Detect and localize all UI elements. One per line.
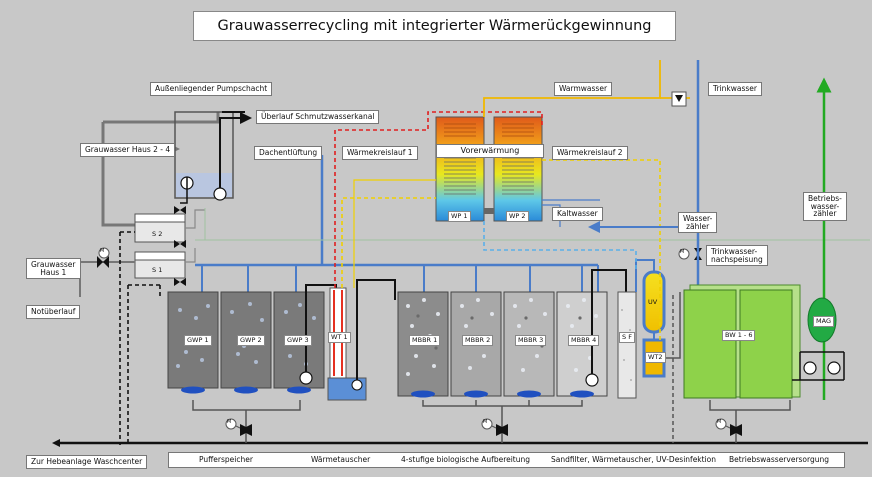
grauwasser-inflow-pipe [101, 122, 135, 227]
tag-wp2: WP 2 [506, 211, 529, 222]
sand-filter [617, 291, 637, 399]
motor-label-1: M [227, 419, 232, 425]
tag-gwp2: GWP 2 [237, 335, 265, 346]
motor-label-5: M [680, 249, 685, 255]
tag-gwp3: GWP 3 [284, 335, 312, 346]
label-dachentlueftung: Dachentlüftung [254, 146, 323, 160]
label-waermekreislauf-2: Wärmekreislauf 2 [552, 146, 628, 160]
motor-label-4: M [100, 248, 105, 254]
pump-shaft-pump-2 [213, 187, 227, 201]
tag-wt1: WT 1 [328, 332, 351, 343]
label-trinkwasser: Trinkwasser [708, 82, 762, 96]
tag-mbbr4: MBBR 4 [568, 335, 600, 346]
label-waermekreislauf-1: Wärmekreislauf 1 [342, 146, 418, 160]
label-pumpschacht: Außenliegender Pumpschacht [150, 82, 273, 96]
tag-mbbr1: MBBR 1 [409, 335, 441, 346]
tag-mbbr3: MBBR 3 [515, 335, 547, 346]
tank-bw-1 [683, 289, 737, 399]
tag-s1: S 1 [152, 266, 163, 274]
section-filter: Sandfilter, Wärmetauscher, UV-Desinfekti… [551, 455, 717, 464]
warmwasser-line [483, 60, 661, 117]
heat-pump-wp1 [435, 116, 485, 222]
label-trinkwassernachspeisung: Trinkwasser- nachspeisung [706, 245, 768, 266]
label-ueberlauf: Überlauf Schmutzwasserkanal [256, 110, 380, 124]
label-warmwasser: Warmwasser [554, 82, 613, 96]
label-grauwasser-haus-2-4: Grauwasser Haus 2 - 4 [80, 143, 176, 157]
tag-sf: S F [619, 332, 635, 343]
label-betriebswasserzaehler: Betriebs- wasser- zähler [803, 192, 847, 221]
motor-label-2: M [483, 419, 488, 425]
tank-bw-2 [739, 289, 793, 399]
tag-mbbr2: MBBR 2 [462, 335, 494, 346]
label-notueberlauf: Notüberlauf [26, 305, 81, 319]
motor-label-3: M [717, 419, 722, 425]
tag-uv: UV [648, 298, 658, 306]
process-section-bar: Pufferspeicher Wärmetauscher 4-stufige b… [168, 452, 845, 468]
tag-mag: MAG [813, 316, 834, 327]
label-wasserzaehler: Wasser- zähler [678, 212, 718, 233]
label-grauwasser-haus-1: Grauwasser Haus 1 [26, 258, 81, 279]
section-bio: 4-stufige biologische Aufbereitung [401, 455, 531, 464]
section-pufferspeicher: Pufferspeicher [199, 455, 253, 464]
heat-pump-wp2 [493, 116, 543, 222]
section-versorgung: Betriebswasserversorgung [729, 455, 830, 464]
tag-wt2: WT2 [645, 352, 666, 363]
section-waermetauscher: Wärmetauscher [311, 455, 371, 464]
tag-s2: S 2 [152, 230, 163, 238]
tag-gwp1: GWP 1 [184, 335, 212, 346]
waermekreislauf-1-flow [334, 111, 543, 288]
tag-wp1: WP 1 [448, 211, 471, 222]
tag-bw: BW 1 - 6 [722, 330, 756, 341]
page-title: Grauwasserrecycling mit integrierter Wär… [193, 11, 676, 41]
label-vorerwaermung: Vorerwärmung [436, 144, 544, 158]
label-hebeanlage: Zur Hebeanlage Waschcenter [26, 455, 148, 469]
label-kaltwasser: Kaltwasser [552, 207, 603, 221]
